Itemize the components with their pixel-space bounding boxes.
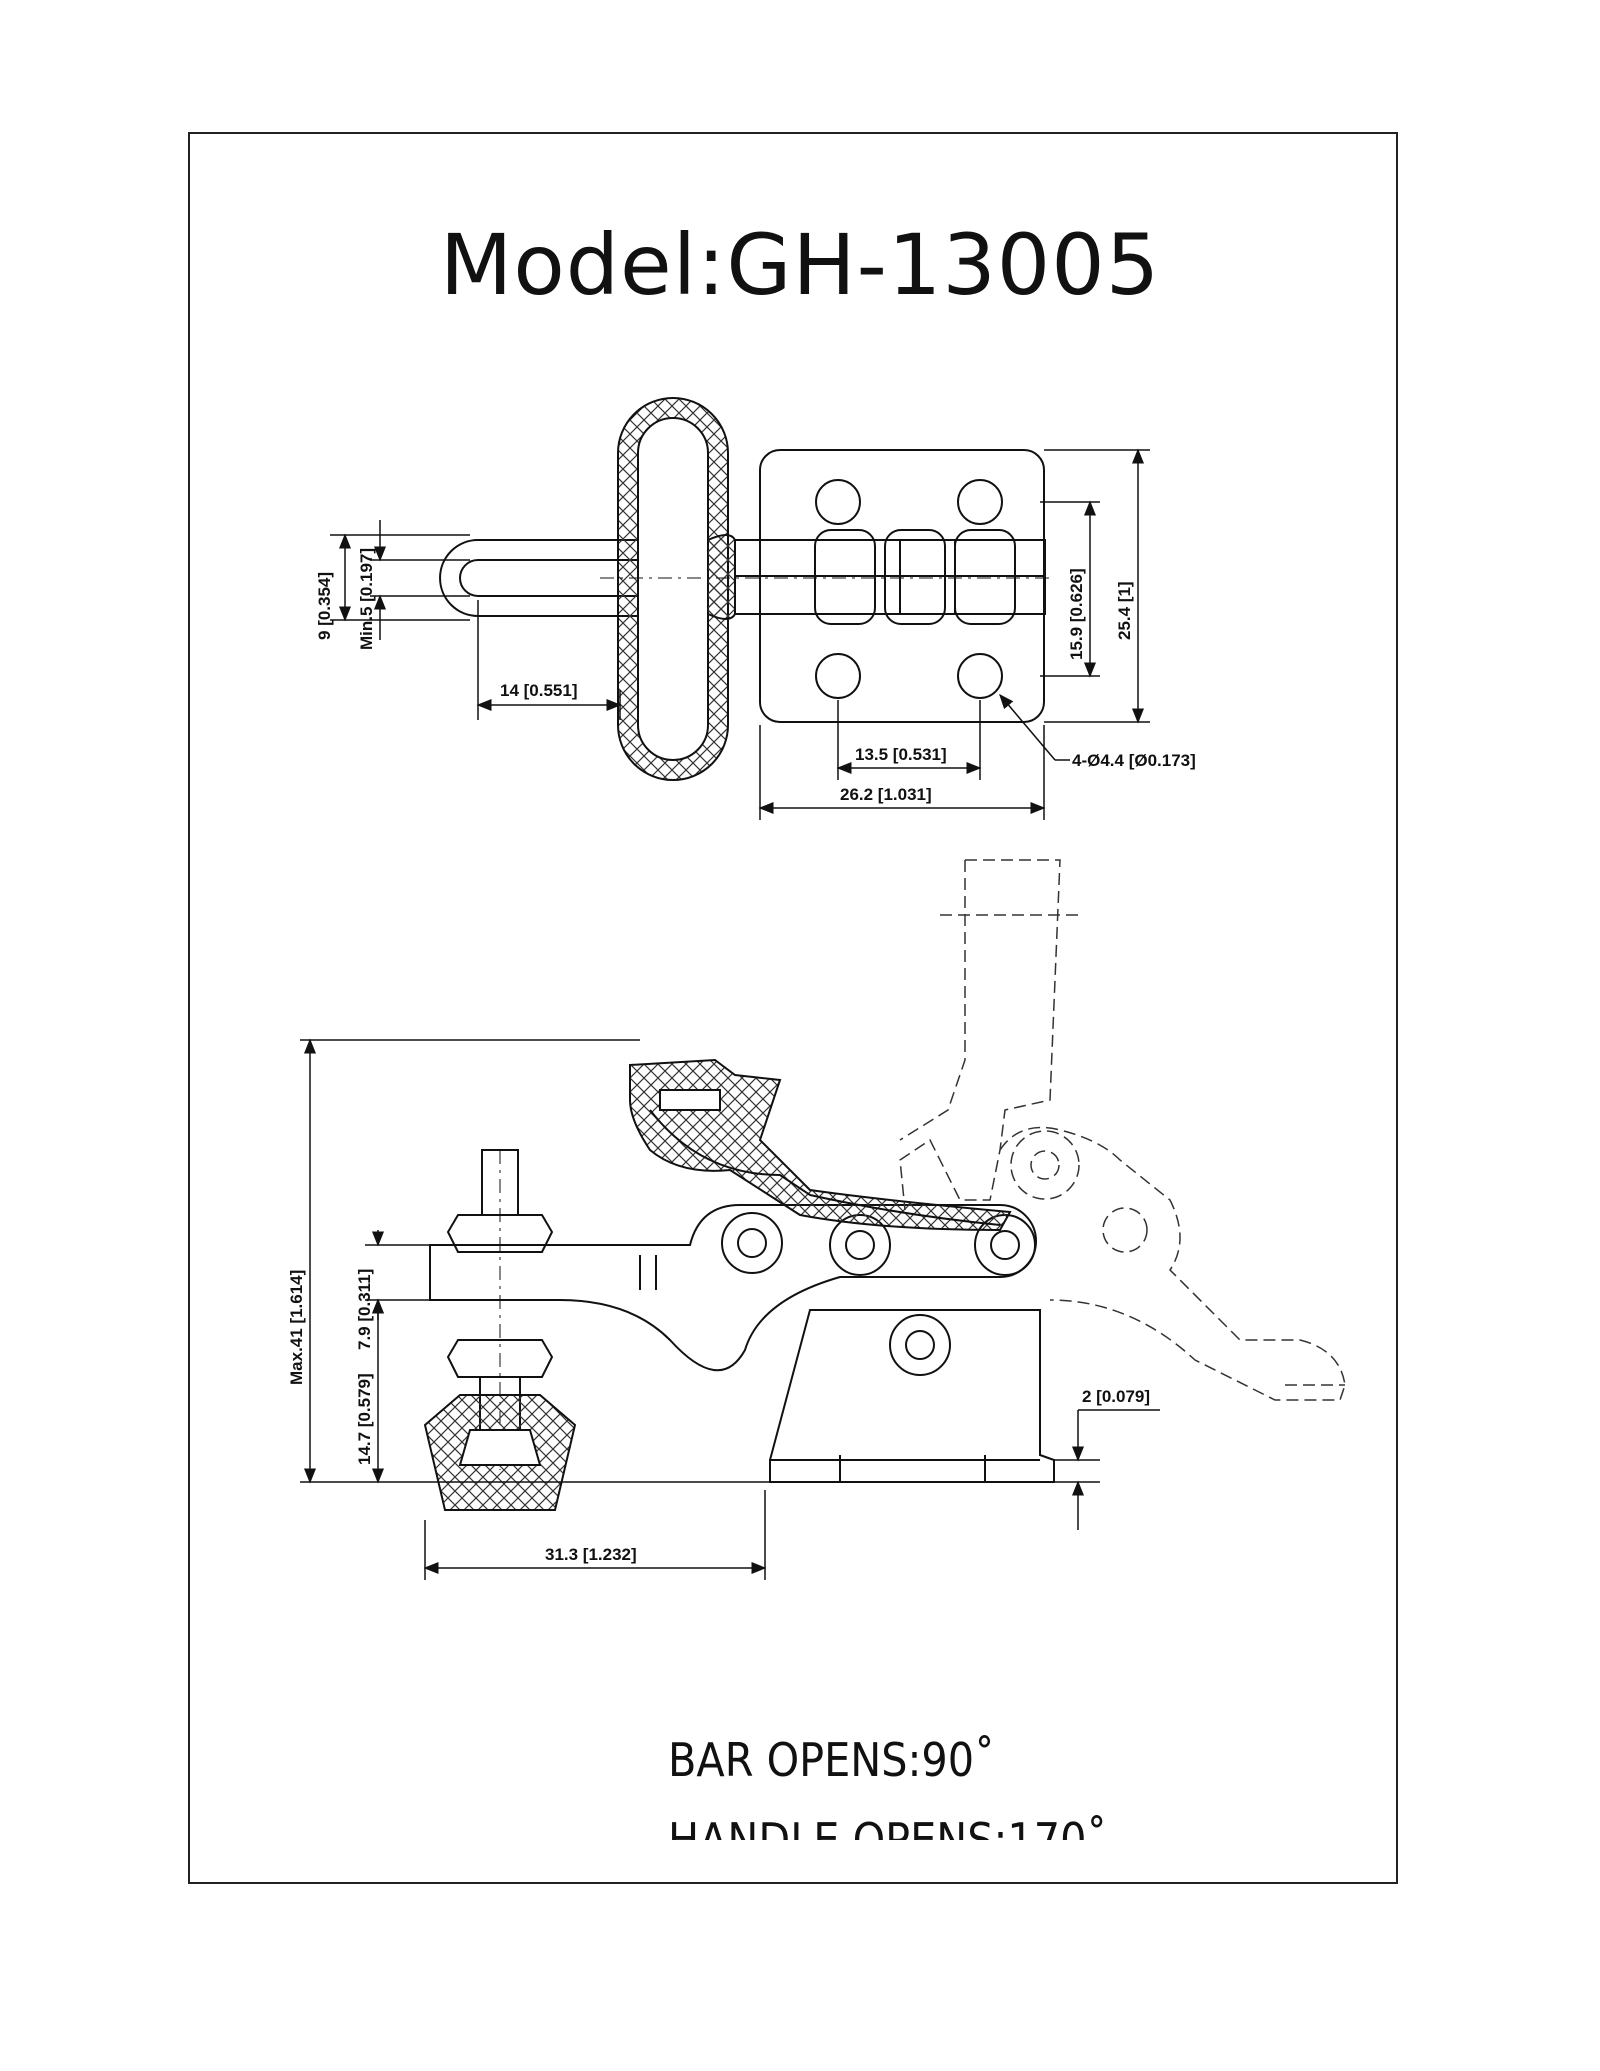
- side-view: [423, 1058, 1055, 1511]
- top-view-dimensions: [330, 448, 1150, 820]
- dim-min5: Min.5 [0.197]: [357, 548, 376, 650]
- hex-nut-top: [446, 1214, 554, 1253]
- open-position-phantom: [899, 859, 1346, 1401]
- clamp-arm: [429, 1204, 1037, 1372]
- dim-9: 9 [0.354]: [315, 572, 334, 640]
- hex-nut-bottom: [446, 1339, 554, 1378]
- clamp-base: [769, 1309, 1055, 1483]
- mounting-hole: [815, 653, 861, 699]
- dim-13-5: 13.5 [0.531]: [855, 745, 947, 764]
- dim-31-3: 31.3 [1.232]: [545, 1545, 637, 1564]
- top-view: [439, 397, 1050, 781]
- model-title: Model:GH-13005: [439, 216, 1161, 314]
- side-view-dimensions: [300, 1038, 1160, 1580]
- mounting-hole: [815, 479, 861, 525]
- opening-notes: BAR OPENS:90˚ HANDLE OPENS:170˚: [668, 1720, 1107, 1840]
- handle-opens-note: HANDLE OPENS:170˚: [668, 1813, 1108, 1840]
- dim-15-9: 15.9 [0.626]: [1067, 568, 1086, 660]
- bar-opens-note: BAR OPENS:90˚: [668, 1733, 995, 1787]
- mounting-hole: [957, 653, 1003, 699]
- dim-14-7: 14.7 [0.579]: [355, 1373, 374, 1465]
- dim-14: 14 [0.551]: [500, 681, 578, 700]
- dim-max41: Max.41 [1.614]: [287, 1270, 306, 1385]
- dim-26-2: 26.2 [1.031]: [840, 785, 932, 804]
- clamp-handle: [629, 1058, 1012, 1232]
- dim-holes: 4-Ø4.4 [Ø0.173]: [1072, 751, 1196, 770]
- mounting-hole: [957, 479, 1003, 525]
- dim-7-9: 7.9 [0.311]: [355, 1269, 374, 1350]
- dim-25-4: 25.4 [1]: [1115, 581, 1134, 640]
- dim-2: 2 [0.079]: [1082, 1387, 1150, 1406]
- drawing-frame: [188, 132, 1398, 1884]
